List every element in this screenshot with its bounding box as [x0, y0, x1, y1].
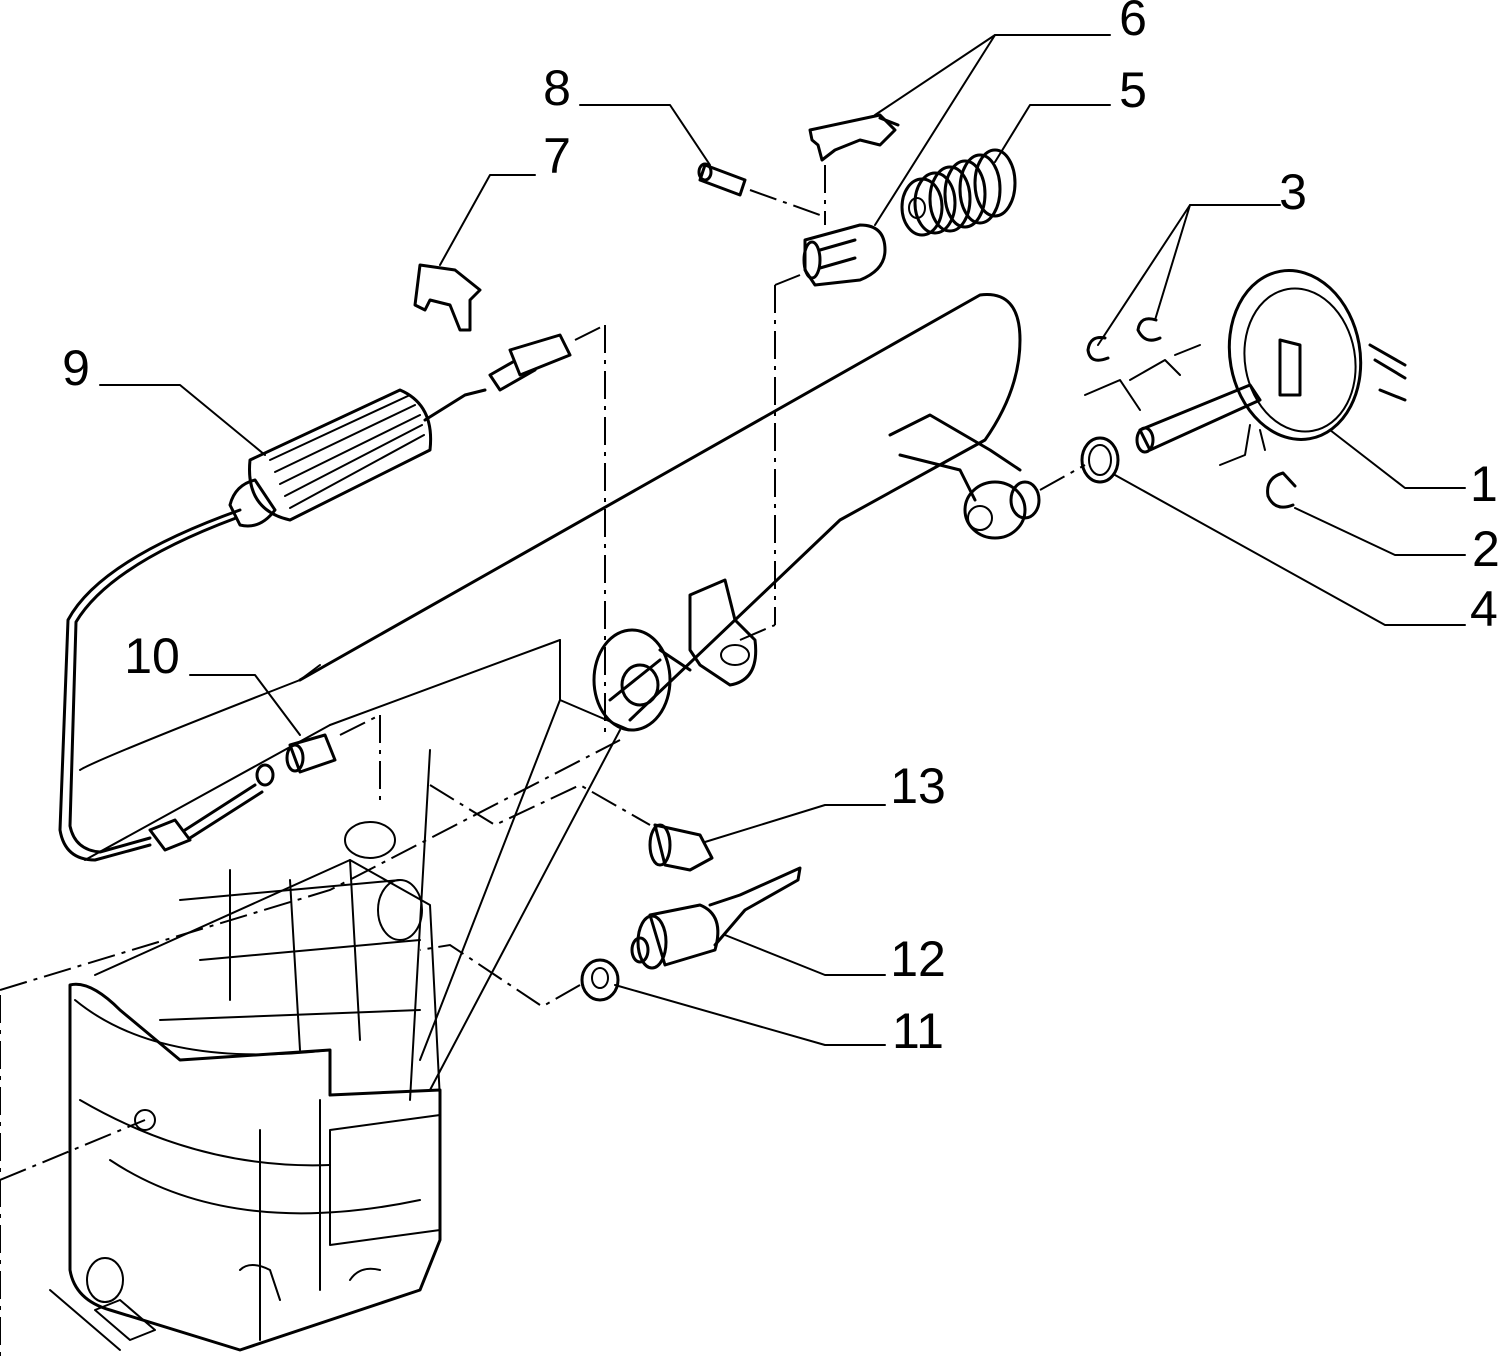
- callout-9: 9: [62, 340, 90, 396]
- assembly-centerlines: [0, 274, 801, 1360]
- callout-4: 4: [1470, 581, 1498, 637]
- part-13-plug: [648, 823, 714, 872]
- part-6-clevis-and-clip: [802, 113, 900, 287]
- part-12-switch: [630, 866, 802, 970]
- part-8-pin: [697, 162, 821, 216]
- callout-1: 1: [1470, 456, 1498, 512]
- callout-5: 5: [1119, 62, 1147, 118]
- part-4-ring: [1080, 436, 1120, 484]
- gearbox-housing: [49, 699, 621, 1352]
- callout-10: 10: [124, 628, 180, 684]
- part-10-sleeve: [285, 733, 337, 774]
- part-2-circlip: [1266, 471, 1297, 509]
- part-7-bracket: [413, 263, 482, 332]
- callout-6: 6: [1119, 0, 1147, 46]
- callout-3: 3: [1279, 164, 1307, 220]
- callout-13: 13: [890, 758, 946, 814]
- part-11-washer: [580, 958, 620, 1002]
- leader-lines: [99, 34, 1466, 1046]
- callout-2: 2: [1472, 521, 1499, 577]
- callout-7: 7: [543, 128, 571, 184]
- callout-labels: 1 2 3 4 5 6 7 8 9 10 11 12 13: [62, 0, 1499, 1059]
- clutch-housing-tube: [79, 293, 1086, 861]
- callout-12: 12: [890, 931, 946, 987]
- callout-11: 11: [892, 1003, 944, 1059]
- part-5-spring: [900, 148, 1017, 237]
- part-3-circlips: [1086, 317, 1162, 362]
- part-1-release-bearing: [1084, 269, 1407, 466]
- part-9-sensor-cable: [58, 333, 572, 862]
- callout-8: 8: [543, 60, 571, 116]
